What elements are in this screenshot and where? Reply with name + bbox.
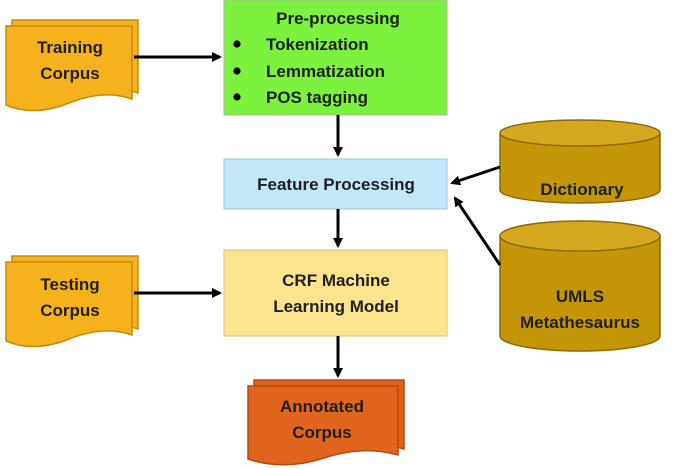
crf-model-label-1: CRF Machine <box>282 271 390 290</box>
preprocessing-item-lemmatization: Lemmatization <box>266 62 385 81</box>
training-corpus-node: Training Corpus <box>5 19 139 112</box>
umls-label-2: Metathesaurus <box>520 313 640 332</box>
testing-corpus-label-2: Corpus <box>40 301 100 320</box>
bullet-icon <box>233 67 241 75</box>
crf-model-node: CRF Machine Learning Model <box>223 249 448 337</box>
dictionary-database-node: Dictionary <box>499 119 661 204</box>
feature-processing-label: Feature Processing <box>257 175 415 194</box>
dictionary-label: Dictionary <box>540 180 624 199</box>
testing-corpus-label-1: Testing <box>40 275 99 294</box>
arrow-umls-to-feature <box>453 196 502 266</box>
feature-processing-node: Feature Processing <box>223 158 448 210</box>
training-corpus-label-1: Training <box>37 38 103 57</box>
preprocessing-node: Pre-processing Tokenization Lemmatizatio… <box>223 0 448 116</box>
umls-database-node: UMLS Metathesaurus <box>499 220 661 352</box>
annotated-corpus-label-1: Annotated <box>280 397 364 416</box>
annotated-corpus-label-2: Corpus <box>292 423 352 442</box>
bullet-icon <box>233 93 241 101</box>
preprocessing-item-tokenization: Tokenization <box>266 35 369 54</box>
crf-model-label-2: Learning Model <box>273 297 399 316</box>
arrow-dictionary-to-feature <box>450 165 501 186</box>
training-corpus-label-2: Corpus <box>40 64 100 83</box>
testing-corpus-node: Testing Corpus <box>5 255 139 348</box>
umls-label-1: UMLS <box>556 287 604 306</box>
bullet-icon <box>233 40 241 48</box>
annotated-corpus-node: Annotated Corpus <box>247 379 405 466</box>
preprocessing-title: Pre-processing <box>276 9 400 28</box>
preprocessing-item-pos-tagging: POS tagging <box>266 88 368 107</box>
